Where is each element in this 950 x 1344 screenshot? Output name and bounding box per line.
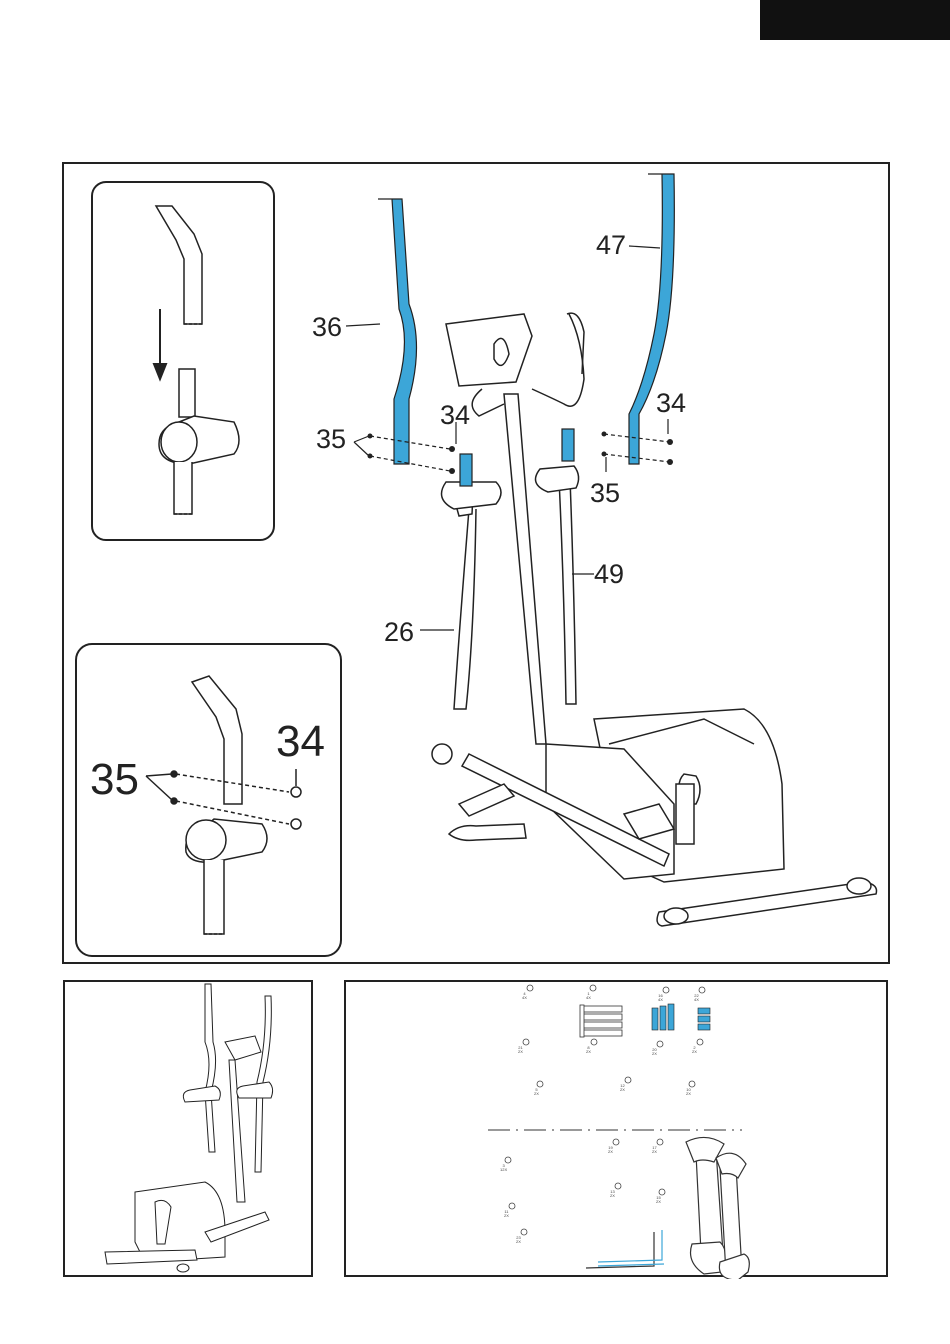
callout-35-left: 35: [316, 426, 346, 453]
wrench-drawing: [686, 1137, 749, 1279]
inset-1-drawing: [156, 206, 239, 514]
callout-35-right: 35: [590, 480, 620, 507]
hardware-illustration: [346, 982, 890, 1279]
assembly-illustration: [64, 164, 892, 966]
main-assembly-panel: 47 36 34 34 35 35 49 26 34 35: [62, 162, 890, 964]
detail-callout-34: 34: [276, 720, 325, 764]
upright-stub-right: [562, 429, 574, 461]
allen-keys: [586, 1230, 664, 1268]
callout-49: 49: [594, 561, 624, 588]
elliptical-trainer-drawing: [432, 313, 877, 926]
callout-26: 26: [384, 619, 414, 646]
inset-2-drawing: [146, 676, 301, 934]
inset-1-arrow: [154, 309, 166, 379]
assembled-overview-panel: [63, 980, 313, 1277]
page-corner-tab: [760, 0, 950, 40]
assembled-trainer-thumbnail: [65, 982, 315, 1279]
detail-callout-35: 35: [90, 758, 139, 802]
callout-47: 47: [596, 232, 626, 259]
upright-stub-left: [460, 454, 472, 486]
handlebar-36: [378, 199, 417, 464]
callout-34-right: 34: [656, 390, 686, 417]
callout-34-left: 34: [440, 402, 470, 429]
callout-36: 36: [312, 314, 342, 341]
